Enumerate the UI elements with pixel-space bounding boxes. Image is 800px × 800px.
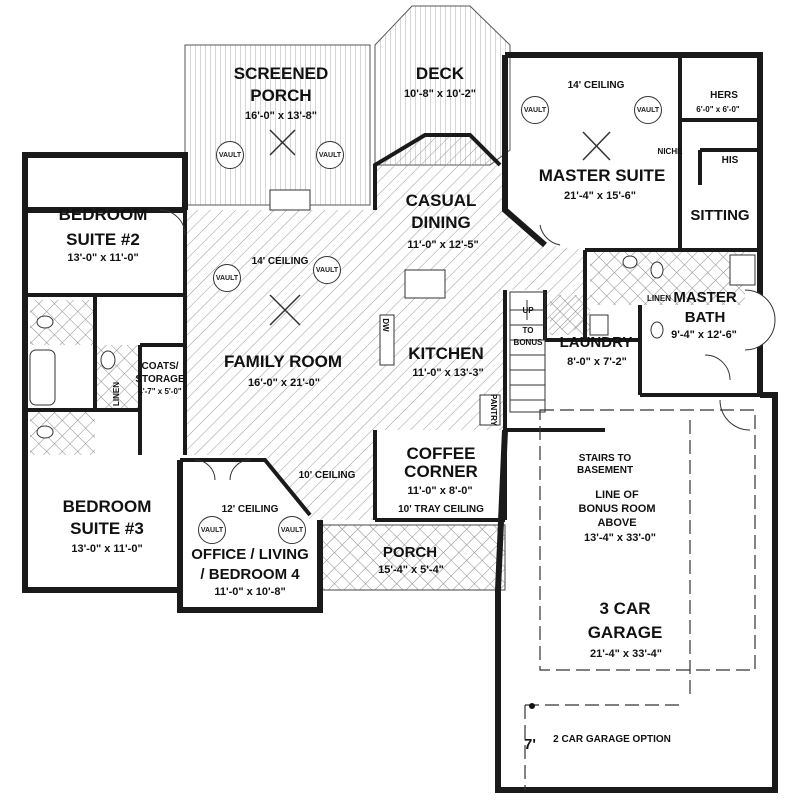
coats-name-1: COATS/ <box>141 360 179 372</box>
garage-name-1: 3 CAR <box>599 599 651 619</box>
bonus-line-1: LINE OF <box>595 489 639 502</box>
dw-label: DW <box>381 318 391 332</box>
basement-stairs-1: STAIRS TO <box>578 452 632 464</box>
casual-dining-name-2: DINING <box>411 213 471 233</box>
vault-marker: VAULT <box>634 96 662 124</box>
screened-porch-dims: 16'-0" x 13'-8" <box>245 110 317 123</box>
porch-tile <box>319 524 506 591</box>
linen-left: LINEN <box>111 382 121 406</box>
screened-porch-area <box>184 44 371 206</box>
master-bath-name-1: MASTER <box>673 289 737 307</box>
master-bath-dims: 9'-4" x 12'-6" <box>671 329 737 342</box>
vault-marker: VAULT <box>278 516 306 544</box>
family-ceiling: 14' CEILING <box>251 255 309 267</box>
stairs-up: UP <box>522 305 534 315</box>
fixtures <box>29 189 776 439</box>
vault-marker: VAULT <box>198 516 226 544</box>
garage-name-2: GARAGE <box>587 623 663 643</box>
bedroom2-name-1: BEDROOM <box>58 205 148 225</box>
garage-dims: 21'-4" x 33'-4" <box>590 648 662 661</box>
hers-dims: 6'-0" x 6'-0" <box>696 104 740 114</box>
basement-stairs-2: BASEMENT <box>576 464 634 476</box>
kitchen-name: KITCHEN <box>408 344 484 364</box>
coats-name-2: STORAGE <box>135 373 185 385</box>
his-name: HIS <box>721 154 739 166</box>
linen-right: LINEN <box>647 293 671 303</box>
office-ceiling: 12' CEILING <box>221 503 279 515</box>
bonus-line-2: BONUS ROOM <box>578 503 656 516</box>
family-room-name: FAMILY ROOM <box>223 352 343 372</box>
family-room-dims: 16'-0" x 21'-0" <box>248 377 320 390</box>
office-name-2: / BEDROOM 4 <box>200 566 300 584</box>
casual-dining-name-1: CASUAL <box>405 191 477 211</box>
master-ceiling: 14' CEILING <box>567 79 625 91</box>
master-suite-name: MASTER SUITE <box>538 166 666 186</box>
garage-dashed <box>524 409 756 790</box>
kitchen-dims: 11'-0" x 13'-3" <box>412 367 484 380</box>
screened-porch-name-1: SCREENED <box>233 64 329 84</box>
door-swings <box>159 209 751 481</box>
deck-name: DECK <box>415 64 465 84</box>
office-dims: 11'-0" x 10'-8" <box>214 586 286 599</box>
porch-dims: 15'-4" x 5'-4" <box>378 564 444 577</box>
coffee-corner-name-1: COFFEE <box>406 444 476 464</box>
casual-dining-dims: 11'-0" x 12'-5" <box>407 239 479 252</box>
vault-marker: VAULT <box>216 141 244 169</box>
coffee-corner-ceiling: 10' TRAY CEILING <box>398 503 484 515</box>
stairs-to: TO <box>522 325 534 335</box>
coats-dims: 4'-7" x 5'-0" <box>138 386 182 396</box>
bonus-line-3: ABOVE <box>597 517 637 530</box>
bonus-line-dims: 13'-4" x 33'-0" <box>584 532 656 545</box>
garage-option-text: 2 CAR GARAGE OPTION <box>553 733 671 745</box>
stairs-bonus: BONUS <box>513 337 543 347</box>
bedroom3-name-2: SUITE #3 <box>70 519 144 539</box>
office-name-1: OFFICE / LIVING <box>191 546 309 564</box>
bedroom3-dims: 13'-0" x 11'-0" <box>71 543 143 556</box>
bedroom2-name-2: SUITE #2 <box>66 230 140 250</box>
garage-option-marker <box>529 703 535 709</box>
porch-name: PORCH <box>382 544 438 562</box>
vault-marker: VAULT <box>313 256 341 284</box>
stairs <box>509 291 546 413</box>
bedroom2-dims: 13'-0" x 11'-0" <box>67 252 139 265</box>
master-bath-tile <box>590 250 750 305</box>
coffee-corner-name-2: CORNER <box>404 462 478 482</box>
vault-marker: VAULT <box>316 141 344 169</box>
hall-ceiling: 10' CEILING <box>298 469 356 481</box>
master-suite-dims: 21'-4" x 15'-6" <box>564 190 636 203</box>
hers-name: HERS <box>710 89 738 101</box>
bedroom3-name-1: BEDROOM <box>62 497 152 517</box>
exterior-walls <box>22 52 778 793</box>
garage-option-dim: 7' <box>524 736 536 754</box>
laundry-name: LAUNDRY <box>559 334 633 352</box>
vault-marker: VAULT <box>521 96 549 124</box>
pantry-label: PANTRY <box>489 394 499 426</box>
deck-dims: 10'-8" x 10'-2" <box>404 88 476 101</box>
niche-label: NICHE <box>657 146 683 156</box>
sitting-name: SITTING <box>690 207 750 225</box>
vault-marker: VAULT <box>213 264 241 292</box>
master-bath-name-2: BATH <box>684 309 726 327</box>
laundry-dims: 8'-0" x 7'-2" <box>567 356 627 369</box>
coffee-corner-dims: 11'-0" x 8'-0" <box>407 485 473 498</box>
screened-porch-name-2: PORCH <box>250 86 312 106</box>
ceiling-fans <box>269 129 611 326</box>
